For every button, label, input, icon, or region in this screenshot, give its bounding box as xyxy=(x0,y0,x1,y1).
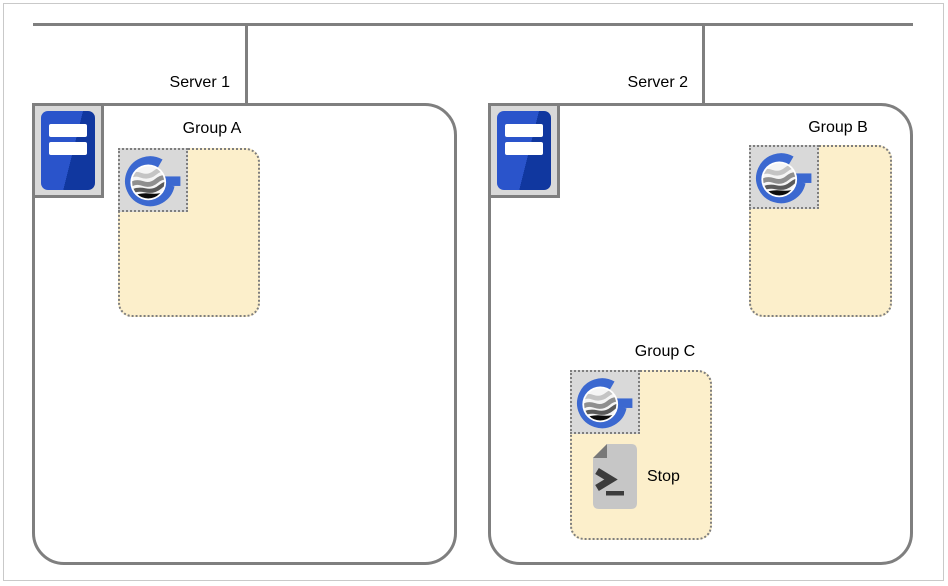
server1-label: Server 1 xyxy=(169,74,230,91)
server-slot xyxy=(49,124,87,137)
server-tower xyxy=(497,111,551,190)
server1-connector-line xyxy=(245,23,248,105)
server2-connector-line xyxy=(702,23,705,105)
server-rack-icon xyxy=(32,103,104,198)
script-page-graphic xyxy=(593,444,637,509)
g-logo-graphic xyxy=(577,378,633,429)
network-bus-line xyxy=(33,23,913,26)
server2-label: Server 2 xyxy=(627,74,688,91)
g-logo-icon xyxy=(118,148,188,212)
server-tower xyxy=(41,111,95,190)
g-logo-graphic xyxy=(756,153,812,204)
group-c-label: Group C xyxy=(634,343,696,360)
server-slot xyxy=(505,124,543,137)
server-slot xyxy=(49,142,87,155)
g-logo-icon xyxy=(749,145,819,209)
group-a-label: Group A xyxy=(182,120,242,137)
server-slot xyxy=(505,142,543,155)
script-icon xyxy=(592,443,638,515)
g-logo-graphic xyxy=(125,156,181,207)
group-b-label: Group B xyxy=(808,119,868,136)
server-rack-icon xyxy=(488,103,560,198)
g-logo-icon xyxy=(570,370,640,434)
script-item-label: Stop xyxy=(647,468,680,485)
